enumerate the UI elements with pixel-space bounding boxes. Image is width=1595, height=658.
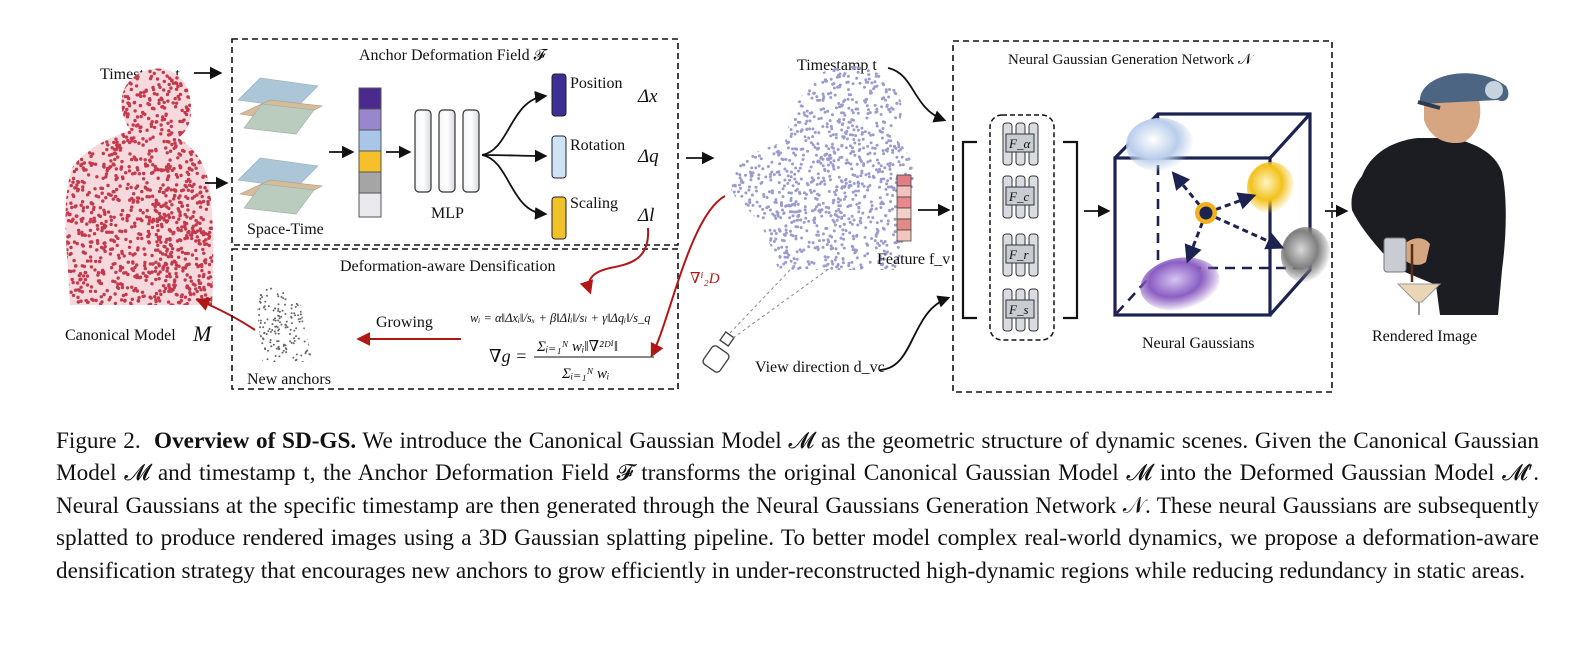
rendered-image-label: Rendered Image <box>1372 328 1477 345</box>
caption-text: We introduce the Canonical Gaussian Mode… <box>56 428 1539 584</box>
rendered-image: Rendered Image <box>1351 73 1509 345</box>
camera-icon <box>702 267 831 373</box>
delta-l-to-densify-arrow <box>579 227 650 295</box>
view-direction-label: View direction d_vc <box>755 359 885 376</box>
deformation-feature-vector <box>358 87 382 218</box>
rotation-output: Rotation Δq <box>551 135 659 179</box>
gradient-formula-lhs: ∇g = <box>489 346 527 366</box>
mlp-block-s-label: F_s <box>1008 302 1029 317</box>
mlp-block-alpha: F_α <box>1002 122 1039 166</box>
mlp-block-c: F_c <box>1002 175 1039 219</box>
densification-box <box>231 248 679 390</box>
densification-title: Deformation-aware Densification <box>340 258 555 275</box>
caption-bold-title: Overview of SD-GS. <box>154 428 357 454</box>
feature-vector <box>896 174 912 242</box>
delta-x-label: Δx <box>637 86 658 107</box>
position-output: Position Δx <box>551 73 658 117</box>
left-bracket <box>961 140 977 320</box>
mlp-block-r-label: F_r <box>1008 247 1029 262</box>
mlp-label: MLP <box>431 205 464 222</box>
space-time-planes: Space-Time <box>237 77 324 238</box>
delta-l-label: Δl <box>637 205 654 226</box>
caption-figure-number: Figure 2. <box>56 428 141 454</box>
weight-formula: wᵢ = α‖Δxᵢ‖/sₓ + β‖Δlᵢ‖/sₗ + γ‖Δqᵢ‖/s_q <box>470 311 650 325</box>
growing-label: Growing <box>376 314 433 331</box>
scaling-label: Scaling <box>570 195 618 212</box>
figure-caption: Figure 2. Overview of SD-GS. We introduc… <box>56 425 1539 587</box>
canonical-model-symbol: M <box>192 321 213 346</box>
generation-network-box <box>952 40 1333 393</box>
mlp-block-alpha-label: F_α <box>1008 136 1031 151</box>
middle-timestamp-label: Timestamp t <box>797 57 877 74</box>
view-direction-arrow <box>879 295 951 371</box>
new-anchors-cloud: New anchors <box>247 280 331 388</box>
mlp-block-s: F_s <box>1002 288 1039 332</box>
feature-label: Feature f_v <box>877 251 950 268</box>
deformed-point-cloud <box>729 65 916 270</box>
growing-back-arrow <box>195 297 256 331</box>
gradient-formula-numerator: Σᵢ₌₁ᴺ wᵢ‖∇²ᴰⁱ‖ <box>536 339 618 355</box>
space-time-label: Space-Time <box>247 221 324 238</box>
caption-paragraph: Figure 2. Overview of SD-GS. We introduc… <box>56 425 1539 587</box>
gradient-feedback-arrow <box>650 195 726 358</box>
mlp-output-branches <box>481 90 548 220</box>
new-anchors-label: New anchors <box>247 371 331 388</box>
deformation-mlp: MLP <box>414 109 480 222</box>
delta-q-label: Δq <box>637 146 659 167</box>
mlp-stack-box <box>989 114 1055 341</box>
anchor-deformation-field-box <box>231 38 679 246</box>
deformation-field-title: Anchor Deformation Field 𝓕 <box>359 47 549 64</box>
canonical-point-cloud <box>65 68 214 305</box>
mlp-block-r: F_r <box>1002 233 1039 277</box>
neural-gaussians-label: Neural Gaussians <box>1142 335 1254 352</box>
scaling-output: Scaling Δl <box>551 195 654 240</box>
canonical-model-label: Canonical Model <box>65 327 176 344</box>
mlp-block-c-label: F_c <box>1008 189 1029 204</box>
gradient-2d-label: ∇ⁱ₂D <box>690 271 720 287</box>
generation-network-title: Neural Gaussian Generation Network 𝒩 <box>1008 52 1255 68</box>
position-label: Position <box>570 75 622 92</box>
timestamp-to-network-arrow <box>887 67 947 123</box>
right-bracket <box>1063 140 1079 320</box>
neural-gaussians-cube: Neural Gaussians <box>1113 112 1331 352</box>
sd-gs-overview-figure: Timestamp t Canonical Model M Anchor Def… <box>65 38 1509 393</box>
rotation-label: Rotation <box>570 137 625 154</box>
gradient-formula-denominator: Σᵢ₌₁ᴺ wᵢ <box>561 366 609 382</box>
